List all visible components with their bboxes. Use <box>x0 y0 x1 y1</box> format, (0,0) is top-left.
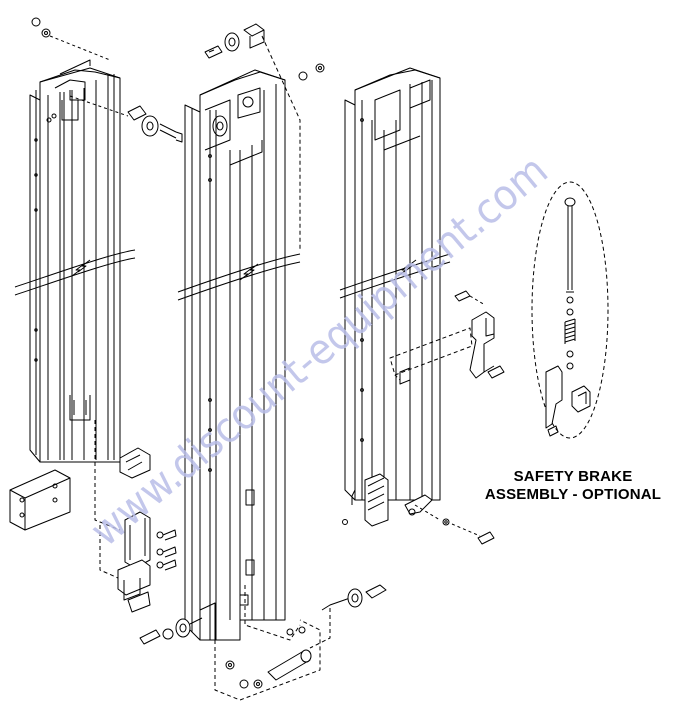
middle-bottom-roller-group <box>139 584 387 701</box>
right-column-hardware <box>389 290 505 545</box>
safety-brake-inset <box>531 181 609 439</box>
left-top-bolt-nut <box>31 17 111 61</box>
safety-brake-label-line2: ASSEMBLY - OPTIONAL <box>484 486 662 503</box>
left-column <box>9 59 136 531</box>
safety-brake-label-line1: SAFETY BRAKE <box>513 468 633 485</box>
right-column <box>339 67 451 527</box>
middle-column <box>177 69 301 641</box>
left-bracket-stack <box>94 420 177 613</box>
left-roller-assembly <box>69 95 183 143</box>
middle-top-roller <box>204 23 325 250</box>
